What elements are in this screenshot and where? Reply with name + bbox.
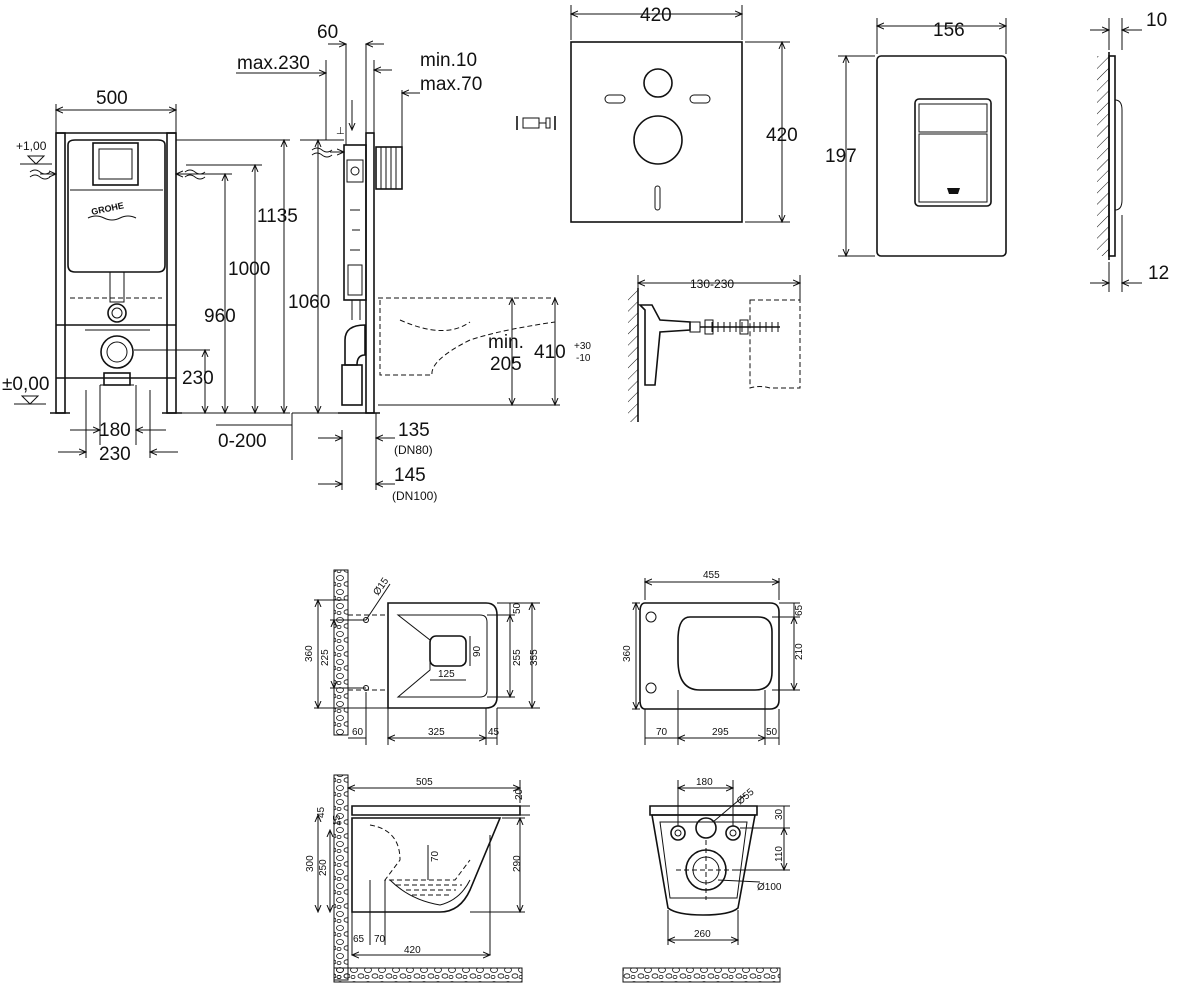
bowl-back-d100: Ø100 (757, 882, 782, 893)
brand-logo: GROHE (90, 200, 124, 217)
seat-top-view: 455 360 65 210 70 295 50 (622, 570, 805, 745)
flush-plate-side-view: 10 12 (1090, 10, 1169, 292)
bowl-side-70: 70 (430, 850, 441, 862)
dim-145: 145 (394, 465, 426, 486)
plate-button-small (918, 103, 988, 133)
bowl-side (351, 817, 502, 913)
level-zero-label: ±0,00 (2, 374, 49, 395)
seat-455: 455 (703, 570, 720, 581)
frame-left-upright (55, 132, 66, 414)
bowl-top-60: 60 (352, 727, 364, 738)
bowl-top-view: 360 225 Ø15 50 255 355 90 125 60 325 45 (304, 569, 540, 745)
bowl-side-505: 505 (416, 777, 433, 788)
bowl-top-255: 255 (512, 649, 523, 666)
plate-button-large (918, 133, 988, 203)
dim-0-200: 0-200 (218, 431, 267, 452)
bowl-side-45: 45 (316, 806, 327, 818)
bowl-top-360: 360 (304, 645, 315, 662)
bowl-back-260: 260 (694, 929, 711, 940)
cistern (67, 139, 166, 273)
bowl-top-225: 225 (320, 649, 331, 666)
bowl-side-420: 420 (404, 945, 421, 956)
bowl-top-325: 325 (428, 727, 445, 738)
dim-dn100: (DN100) (392, 489, 437, 503)
dim-1000: 1000 (228, 259, 270, 280)
insulation-mat: 420 420 (516, 5, 798, 223)
bowl-side-15: 15 (332, 814, 343, 826)
dim-205: 205 (490, 354, 522, 375)
dim-min-label: min. (488, 332, 524, 353)
dim-max70: max.70 (420, 74, 482, 95)
bowl-top-355: 355 (529, 649, 540, 666)
bowl-back-outline (651, 814, 756, 916)
bowl-side-view: 505 20 45 15 300 250 70 290 65 70 420 (305, 774, 530, 983)
dim-tol-minus: -10 (576, 353, 591, 364)
dim-180: 180 (99, 420, 131, 441)
mat-width: 420 (640, 5, 672, 26)
bowl-back-180: 180 (696, 777, 713, 788)
flush-opening (92, 142, 139, 186)
bolt-detail: 130-230 (628, 275, 800, 422)
bowl-side-65: 65 (353, 934, 365, 945)
seat-50: 50 (766, 727, 778, 738)
dim-230-height: 230 (182, 368, 214, 389)
plate-depth-10: 10 (1146, 10, 1167, 31)
wall-bracket (638, 304, 691, 386)
frame-side-view: ⊥ 60 max.230 min.10 max.70 1060 0-200 13… (216, 22, 591, 503)
bowl-back-view: 180 Ø55 30 110 Ø100 260 (622, 777, 790, 983)
bowl-side-70b: 70 (374, 934, 386, 945)
seat-210: 210 (794, 643, 805, 660)
dim-960: 960 (204, 306, 236, 327)
dim-230-width: 230 (99, 444, 131, 465)
bowl-top-125: 125 (438, 669, 455, 680)
bowl-side-250: 250 (318, 859, 329, 876)
seat-360: 360 (622, 645, 633, 662)
frame-front-view: GROHE +1,00 ±0,00 500 (2, 88, 298, 465)
frame-right-upright (166, 132, 177, 414)
bowl-back-30: 30 (774, 808, 785, 820)
flush-plate-front: 156 197 (825, 18, 1006, 256)
plate-height: 197 (825, 146, 857, 167)
dim-60: 60 (317, 22, 338, 43)
dim-135: 135 (398, 420, 430, 441)
plate-button-frame (914, 98, 992, 207)
seat-side (351, 805, 521, 816)
bowl-top-50: 50 (512, 602, 523, 614)
dim-1135: 1135 (257, 206, 298, 227)
plate-depth-12: 12 (1148, 263, 1169, 284)
dim-min10: min.10 (420, 50, 477, 71)
seat-outline (639, 602, 780, 710)
bowl-side-300: 300 (305, 855, 316, 872)
plate-outline (876, 55, 1007, 257)
seat-opening (677, 616, 773, 691)
bowl-back-110: 110 (774, 846, 785, 862)
bowl-side-290: 290 (512, 855, 523, 872)
dim-500: 500 (96, 88, 128, 109)
dim-410: 410 (534, 342, 566, 363)
bowl-side-20: 20 (514, 788, 525, 800)
wc-bowl-outline (378, 297, 556, 376)
flush-plate-side (375, 146, 403, 190)
dim-1060: 1060 (288, 292, 330, 313)
seat-70: 70 (656, 727, 668, 738)
pipe-mark: ⊥ (336, 126, 345, 137)
dim-tol-plus: +30 (574, 341, 591, 352)
mat-height: 420 (766, 125, 798, 146)
plate-width: 156 (933, 20, 965, 41)
bowl-top-45: 45 (488, 727, 500, 738)
dim-dn80: (DN80) (394, 443, 433, 457)
level-top-label: +1,00 (16, 139, 47, 153)
seat-295: 295 (712, 727, 729, 738)
drain-outlet (100, 335, 134, 369)
bowl-top-90: 90 (472, 645, 483, 657)
seat-65: 65 (794, 604, 805, 616)
dim-max230: max.230 (237, 53, 310, 74)
frame-side-upright (365, 132, 375, 414)
mat-outline (570, 41, 743, 223)
bowl-back-d55: Ø55 (735, 786, 757, 807)
bolt-range: 130-230 (690, 277, 734, 291)
